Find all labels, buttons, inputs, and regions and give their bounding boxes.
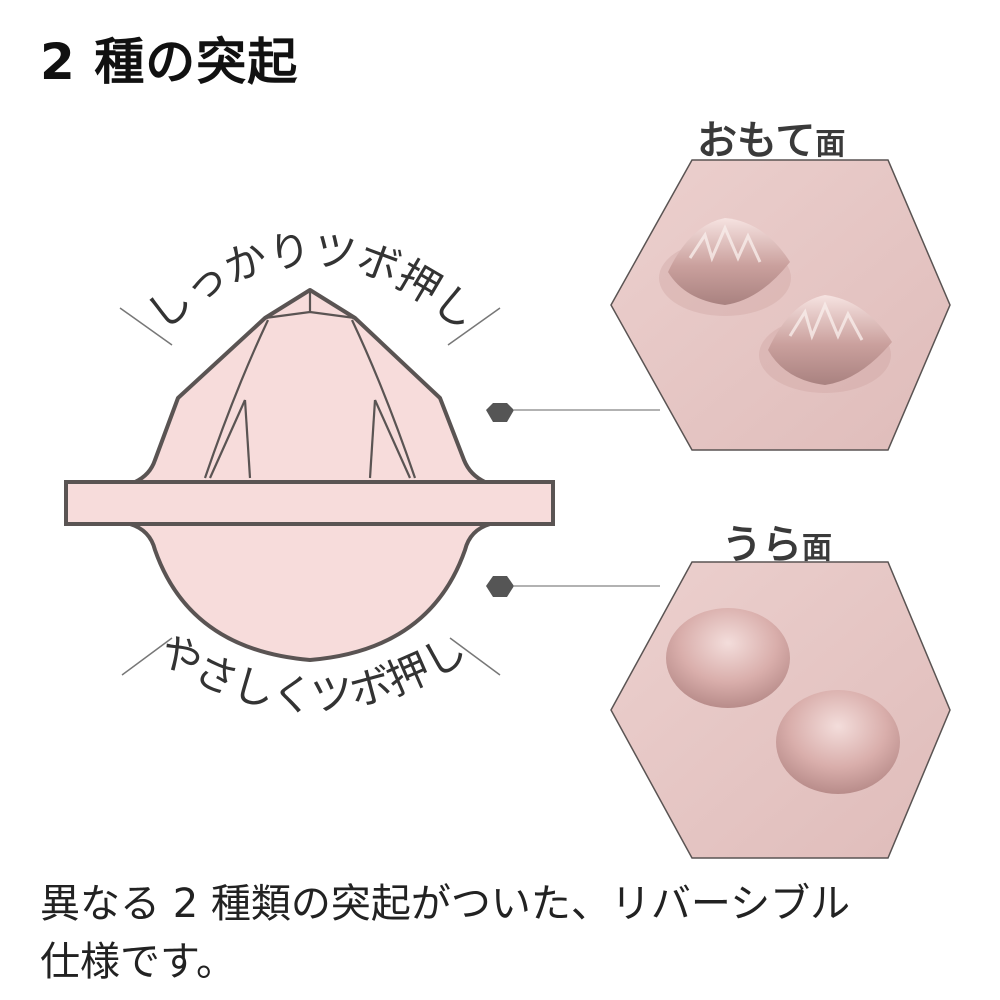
rounded-bump	[776, 690, 900, 794]
product-cross-section	[64, 288, 555, 662]
pointed-nub	[133, 288, 487, 484]
description-caption: 異なる 2 種類の突起がついた、リバーシブル 仕様です。	[40, 875, 980, 991]
caption-line-2: 仕様です。	[40, 939, 236, 985]
back-face-label: うら面	[722, 522, 832, 568]
hexagon-bullet-icon	[486, 403, 514, 422]
bottom-guide-ticks	[121, 637, 501, 676]
caption-line-1: 異なる 2 種類の突起がついた、リバーシブル	[40, 881, 851, 927]
front-face-photo	[610, 159, 951, 451]
front-face-label: おもて面	[697, 118, 846, 164]
top-guide-ticks	[119, 307, 501, 346]
nub-facet-lines	[203, 290, 417, 479]
hexagon-bullet-icon	[486, 576, 514, 597]
pointed-bump	[759, 295, 892, 393]
page-title: 2 種の突起	[40, 33, 299, 91]
rounded-bump	[666, 608, 790, 708]
pointed-bump	[659, 218, 791, 316]
back-face-photo	[610, 561, 951, 859]
connector-back	[486, 576, 660, 597]
connector-front	[486, 403, 660, 422]
rounded-nub	[128, 522, 492, 662]
